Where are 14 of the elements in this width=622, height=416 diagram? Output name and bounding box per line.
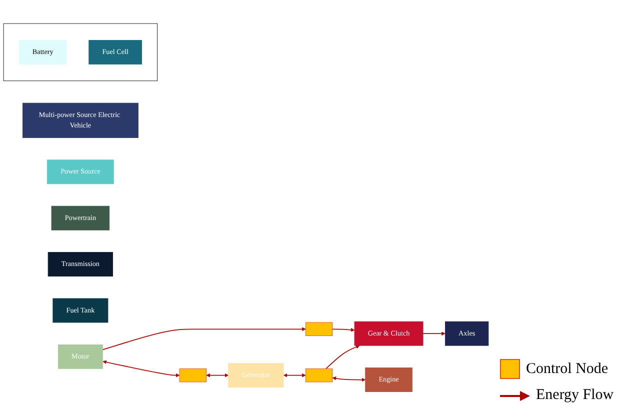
legend-label: Control Node [526, 360, 608, 378]
arrow [422, 332, 446, 336]
arrow [206, 374, 229, 378]
arrow [332, 328, 355, 332]
node-box [305, 322, 333, 336]
arrow [102, 328, 306, 350]
cluster [3, 24, 158, 82]
arrow [332, 376, 366, 382]
arrow [102, 360, 180, 378]
arrow [326, 345, 360, 370]
legend-label: Energy Flow [536, 387, 614, 404]
node-box [305, 368, 333, 383]
arrow [283, 374, 306, 378]
node-box [179, 368, 206, 383]
